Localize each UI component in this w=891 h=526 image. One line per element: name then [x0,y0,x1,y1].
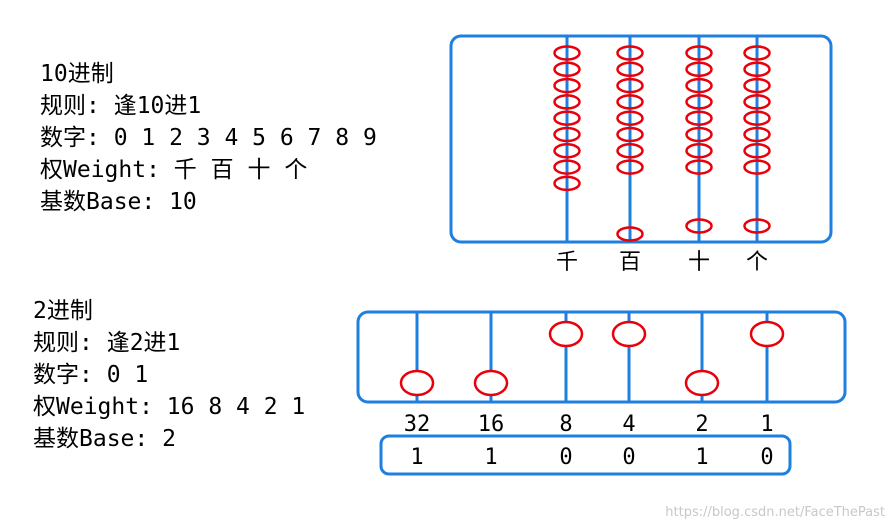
decimal-bead-upper [616,159,644,175]
binary-weight: 权Weight: 16 8 4 2 1 [33,394,306,420]
decimal-bead-upper [553,61,581,78]
decimal-bead-upper [553,45,581,61]
decimal-bead-upper [743,45,771,61]
decimal-bead-upper [743,77,771,94]
binary-bead [399,369,435,397]
decimal-place-label: 百 [619,250,641,275]
binary-columns: 32 1 16 1 8 0 4 0 2 1 1 0 [399,312,785,470]
decimal-columns: 千百十个 [553,36,771,275]
binary-bit-value: 1 [695,445,708,470]
decimal-bead-upper [685,45,713,61]
decimal-weight: 权Weight: 千 百 十 个 [40,157,308,183]
binary-title: 2进制 [33,298,93,324]
decimal-bead-upper [553,143,581,159]
binary-bead [473,369,509,397]
decimal-bead-upper [743,61,771,78]
decimal-bead-upper [616,77,644,94]
decimal-bead-lower [685,218,713,234]
binary-description: 2进制 规则: 逢2进1 数字: 0 1 权Weight: 16 8 4 2 1… [33,295,305,455]
decimal-bead-upper [743,110,771,126]
binary-base: 基数Base: 2 [33,426,176,452]
decimal-bead-upper [685,94,713,110]
decimal-rule: 规则: 逢10进1 [40,93,202,119]
binary-bit-value: 0 [622,445,635,470]
decimal-bead-upper [743,143,771,159]
binary-weight-label: 8 [559,412,572,437]
decimal-bead-upper [685,126,713,143]
binary-bead [548,320,584,348]
decimal-bead-upper [553,159,581,175]
binary-digits: 数字: 0 1 [33,362,149,388]
decimal-bead-upper [616,143,644,159]
binary-bead [684,369,720,397]
decimal-bead-upper [685,61,713,78]
decimal-bead-upper [685,77,713,94]
decimal-bead-upper [616,45,644,61]
watermark: https://blog.csdn.net/FaceThePast [665,505,885,520]
decimal-bead-upper [616,61,644,78]
binary-bead [611,320,647,348]
binary-bit-value: 1 [410,445,423,470]
decimal-bead-lower [616,226,644,242]
decimal-digits: 数字: 0 1 2 3 4 5 6 7 8 9 [40,125,377,151]
decimal-bead-upper [616,126,644,143]
binary-bead [749,320,785,348]
binary-weight-label: 32 [404,412,431,437]
decimal-bead-upper [616,94,644,110]
decimal-bead-upper [553,77,581,94]
decimal-place-label: 千 [556,250,578,275]
binary-bit-value: 0 [760,445,773,470]
binary-bit-value: 0 [559,445,572,470]
decimal-base: 基数Base: 10 [40,189,197,215]
decimal-bead-upper [616,110,644,126]
decimal-bead-upper [743,94,771,110]
decimal-bead-upper [553,110,581,126]
decimal-bead-upper [743,159,771,175]
decimal-abacus-frame [449,34,833,244]
decimal-bead-upper [743,126,771,143]
decimal-bead-upper [553,126,581,143]
decimal-place-label: 个 [746,250,768,275]
binary-weight-label: 1 [760,412,773,437]
decimal-place-label: 十 [688,250,710,275]
binary-bit-value: 1 [484,445,497,470]
decimal-bead-upper [685,159,713,175]
binary-digit-box [379,434,792,476]
decimal-bead-upper [553,94,581,110]
binary-rule: 规则: 逢2进1 [33,330,181,356]
decimal-bead-lower [743,218,771,234]
decimal-description: 10进制 规则: 逢10进1 数字: 0 1 2 3 4 5 6 7 8 9 权… [40,58,377,218]
binary-weight-label: 2 [695,412,708,437]
decimal-title: 10进制 [40,61,114,87]
decimal-bead-upper [685,143,713,159]
binary-weight-label: 4 [622,412,635,437]
decimal-bead-upper [685,110,713,126]
decimal-bead-upper [553,175,581,192]
binary-abacus-frame [356,310,847,404]
binary-weight-label: 16 [478,412,505,437]
